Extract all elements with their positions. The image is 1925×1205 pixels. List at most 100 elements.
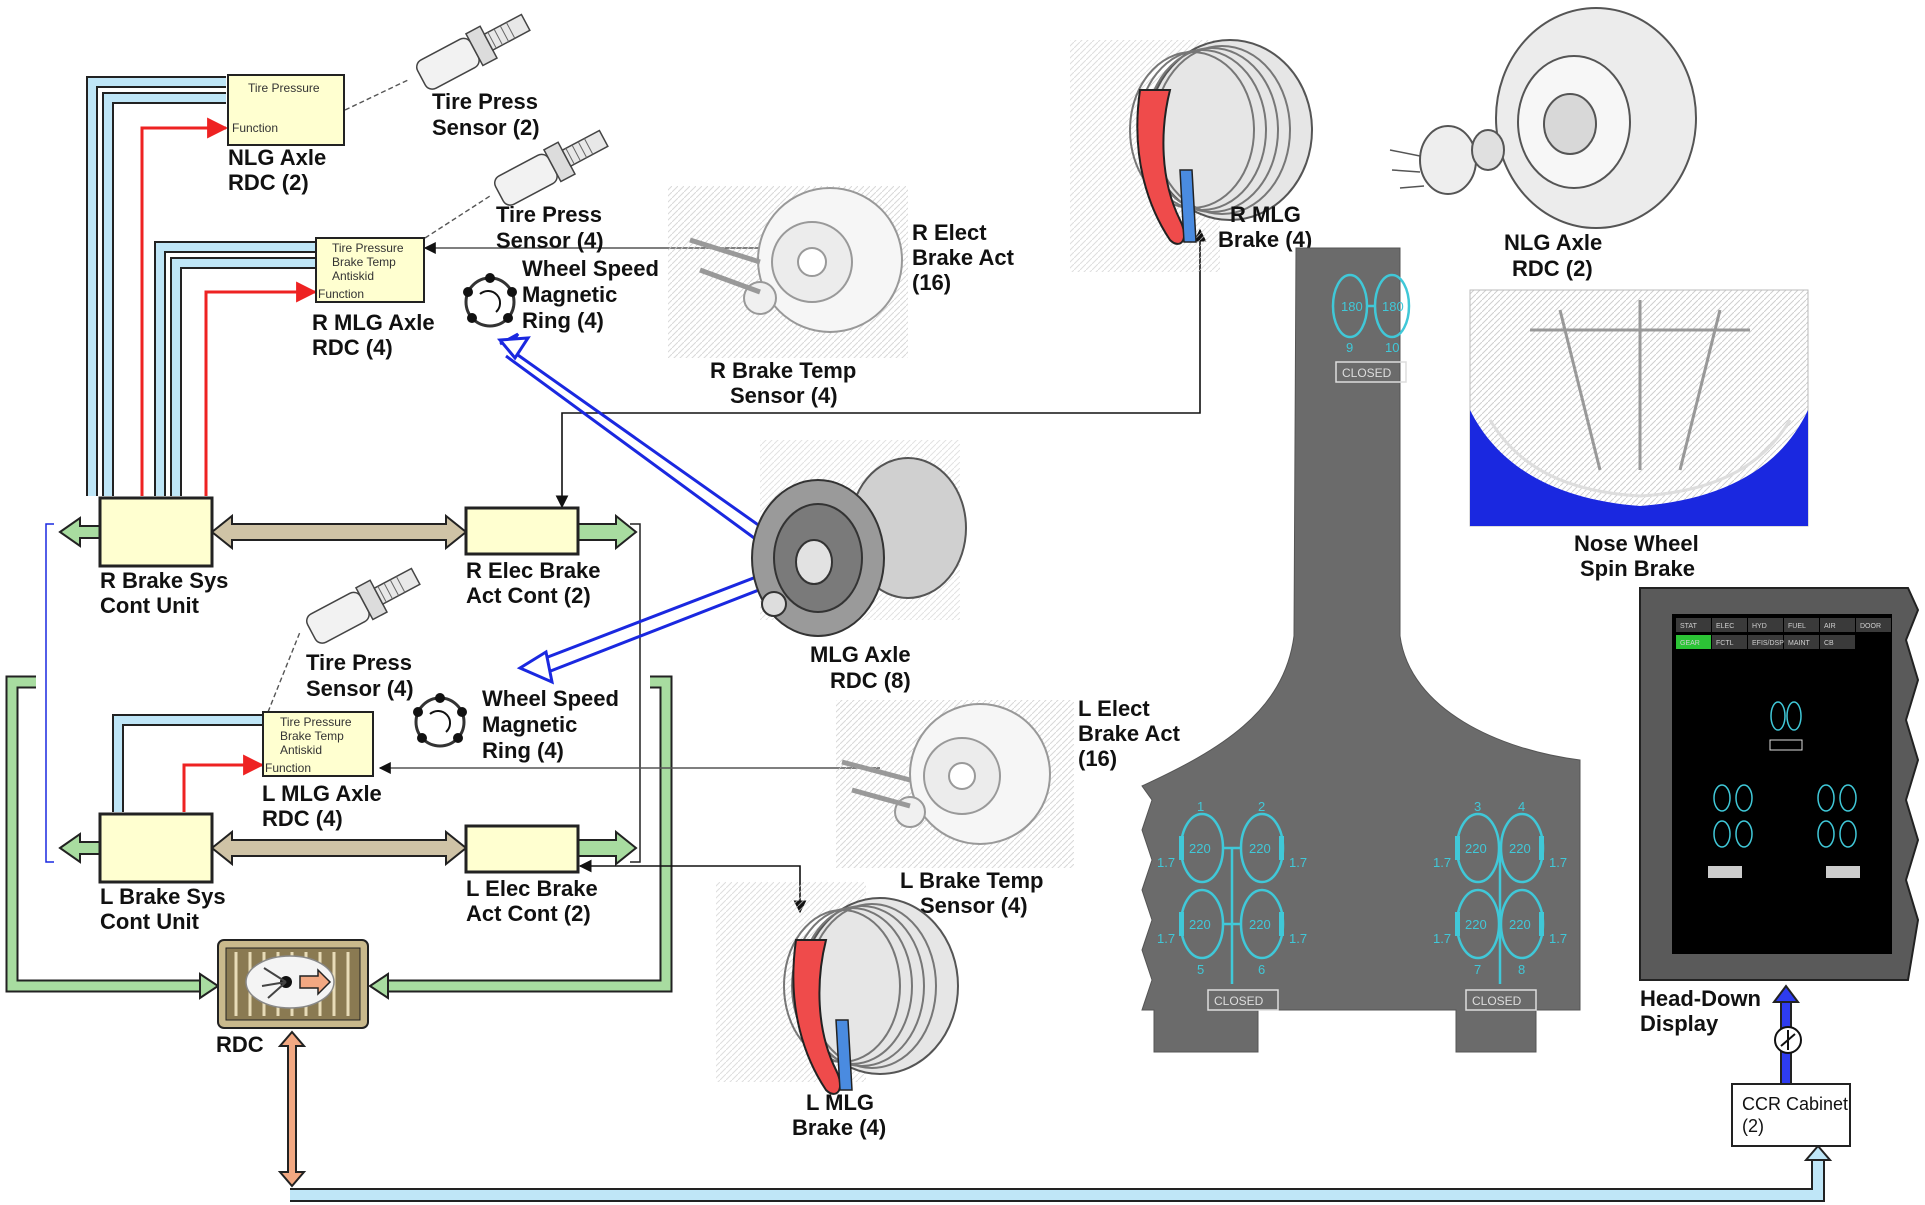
hdd-tab-efis-dsp[interactable]: EFIS/DSP	[1748, 635, 1784, 649]
hdd-tab-label: CB	[1824, 640, 1834, 647]
rmg-press-3: 1.7	[1433, 855, 1451, 870]
bus-rmlg-inner	[176, 263, 315, 496]
wsr-r-l1: Wheel Speed	[522, 256, 659, 281]
hdd-tab-elec[interactable]: ELEC	[1712, 618, 1747, 632]
nose-right-value: 180	[1382, 299, 1404, 314]
l-eba-l2: Brake Act	[1078, 721, 1181, 746]
lmg-press-6: 1.7	[1289, 931, 1307, 946]
hdd-tab-hyd[interactable]: HYD	[1748, 618, 1783, 632]
hdd-tab-door[interactable]: DOOR	[1856, 618, 1891, 632]
hdd-tab-air[interactable]: AIR	[1820, 618, 1855, 632]
tan-bus-r	[212, 516, 466, 548]
nlg-rdc-line1: Tire Pressure	[248, 81, 320, 95]
lmg-num-2: 2	[1258, 799, 1265, 814]
hdd-tab-label: EFIS/DSP	[1752, 640, 1784, 647]
r-mlg-line2: Brake Temp	[332, 255, 396, 269]
nlg-wheel-illustration: NLG Axle RDC (2)	[1390, 8, 1696, 281]
r-eba-l2: Brake Act	[912, 245, 1015, 270]
green-stub-lebac	[578, 832, 636, 864]
lmg-tire-2: 220	[1249, 841, 1271, 856]
rmg-status: CLOSED	[1472, 994, 1522, 1008]
l-bts-l2: Sensor (4)	[920, 893, 1028, 918]
hdd-tab-label: GEAR	[1680, 640, 1700, 647]
l-bts-l1: L Brake Temp	[900, 868, 1043, 893]
hdd-tab-label: FCTL	[1716, 640, 1734, 647]
lmg-press-2: 1.7	[1289, 855, 1307, 870]
hdd-tab-stat[interactable]: STAT	[1676, 618, 1711, 632]
r-mlg-brake-illustration: R MLG Brake (4)	[1070, 40, 1312, 272]
hdd-tab-maint[interactable]: MAINT	[1784, 635, 1819, 649]
l-mlg-brake-l1: L MLG	[806, 1090, 874, 1115]
lmg-tire-6: 220	[1249, 917, 1271, 932]
rmg-num-4: 4	[1518, 799, 1525, 814]
r-eba-l1: R Elect	[912, 220, 987, 245]
l-mlg-brake-l2: Brake (4)	[792, 1115, 886, 1140]
lmg-tire-5: 220	[1189, 917, 1211, 932]
hdd-tab-fuel[interactable]: FUEL	[1784, 618, 1819, 632]
mlg-rdc-l2: RDC (8)	[830, 668, 911, 693]
nose-wheel-spin-brake-illustration: Nose Wheel Spin Brake	[1470, 290, 1808, 581]
nose-left-num: 9	[1346, 340, 1353, 355]
lmg-status: CLOSED	[1214, 994, 1264, 1008]
tps-l-l2: Sensor (4)	[306, 676, 414, 701]
red-lmlg	[184, 765, 262, 812]
rmg-tire-8: 220	[1509, 917, 1531, 932]
rmg-num-3: 3	[1474, 799, 1481, 814]
hdd-tab-fctl[interactable]: FCTL	[1712, 635, 1747, 649]
tan-bus-l	[212, 832, 466, 864]
ccr-cabinet: CCR Cabinet (2)	[1732, 1084, 1850, 1146]
ccr-line2: (2)	[1742, 1116, 1764, 1136]
r-bts-l1: R Brake Temp	[710, 358, 856, 383]
l-bscu-caption2: Cont Unit	[100, 909, 200, 934]
tps-nlg-l2: Sensor (2)	[432, 115, 540, 140]
r-mlg-caption1: R MLG Axle	[312, 310, 435, 335]
l-brake-assembly-illustration: L Elect Brake Act (16) L Brake Temp Sens…	[836, 696, 1181, 918]
rmg-num-7: 7	[1474, 962, 1481, 977]
wsr-l-l3: Ring (4)	[482, 738, 564, 763]
line-rdc-sensor-nlg	[345, 80, 408, 110]
lmg-press-5: 1.7	[1157, 931, 1175, 946]
tire-press-sensor-r-icon: Tire Press Sensor (4)	[491, 123, 612, 253]
l-mlg-caption2: RDC (4)	[262, 806, 343, 831]
r-brake-assembly-illustration: R Elect Brake Act (16) R Brake Temp Sens…	[668, 186, 1015, 408]
bus-rmlg-outer	[160, 247, 315, 496]
nws-l2: Spin Brake	[1580, 556, 1695, 581]
r-mlg-caption2: RDC (4)	[312, 335, 393, 360]
hdd-tab-cb[interactable]: CB	[1820, 635, 1855, 649]
wsr-l-l2: Magnetic	[482, 712, 577, 737]
l-mlg-line3: Antiskid	[280, 743, 322, 757]
hdd-l2: Display	[1640, 1011, 1719, 1036]
r-bscu-caption1: R Brake Sys	[100, 568, 228, 593]
tps-l-l1: Tire Press	[306, 650, 412, 675]
hdd-tab-gear[interactable]: GEAR	[1676, 635, 1711, 649]
wheel-speed-ring-r-icon: Wheel Speed Magnetic Ring (4)	[463, 256, 659, 333]
tps-r-l2: Sensor (4)	[496, 228, 604, 253]
hdd-tab-label: MAINT	[1788, 640, 1811, 647]
wsr-l-l1: Wheel Speed	[482, 686, 619, 711]
tps-nlg-l1: Tire Press	[432, 89, 538, 114]
r-eba-l3: (16)	[912, 270, 951, 295]
nlg-pic-l2: RDC (2)	[1512, 256, 1593, 281]
line-rdc-sensor-l	[268, 632, 300, 712]
lmg-num-1: 1	[1197, 799, 1204, 814]
bracket-right	[630, 524, 640, 862]
line-rdc-sensor-r	[425, 196, 490, 238]
wsr-r-l3: Ring (4)	[522, 308, 604, 333]
l-mlg-line1: Tire Pressure	[280, 715, 352, 729]
rmg-press-7: 1.7	[1433, 931, 1451, 946]
r-mlg-line3: Antiskid	[332, 269, 374, 283]
wsr-r-l2: Magnetic	[522, 282, 617, 307]
rmg-num-8: 8	[1518, 962, 1525, 977]
ccr-line1: CCR Cabinet	[1742, 1094, 1848, 1114]
l-brake-sys-cont-unit: L Brake Sys Cont Unit	[100, 814, 226, 934]
rmg-press-4: 1.7	[1549, 855, 1567, 870]
mlg-wheel-illustration: MLG Axle RDC (8)	[752, 440, 966, 693]
r-ebac-caption1: R Elec Brake	[466, 558, 601, 583]
l-ebac-caption1: L Elec Brake	[466, 876, 598, 901]
r-bts-l2: Sensor (4)	[730, 383, 838, 408]
r-mlg-line1: Tire Pressure	[332, 241, 404, 255]
l-bscu-caption1: L Brake Sys	[100, 884, 226, 909]
hdd-tab-label: STAT	[1680, 623, 1698, 630]
